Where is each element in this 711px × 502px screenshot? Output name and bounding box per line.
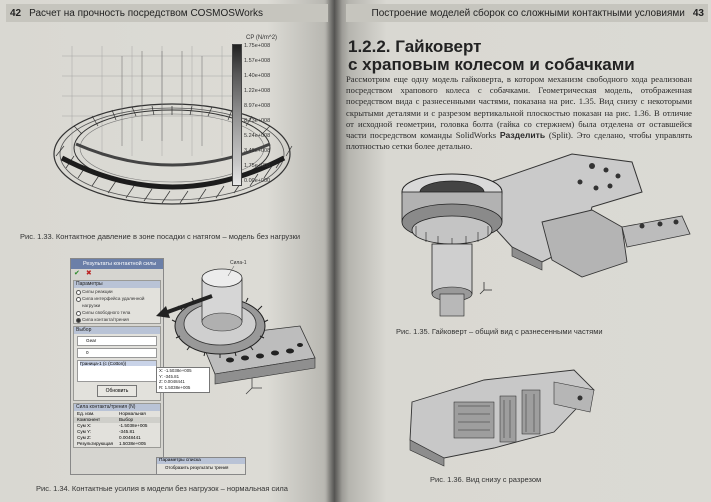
table-cell: Сум Z: <box>77 435 92 440</box>
option-remote-load-force[interactable]: Сила интерфейса удаленной нагрузки <box>74 295 160 309</box>
legend-value: 1.75e+008 <box>244 43 271 49</box>
figure-134-caption: Рис. 1.34. Контактные усилия в модели бе… <box>36 484 288 493</box>
table-cell: 1.5038e+005 <box>119 441 146 446</box>
figure-135-caption: Рис. 1.35. Гайковерт – общий вид с разне… <box>396 327 603 336</box>
table-cell: -345.81 <box>119 429 135 434</box>
legend-value: 8.97e+008 <box>244 103 271 109</box>
selection-group: Выбор Gear 0 Граница-1 (с (Cotton)) Обно… <box>73 326 161 401</box>
selection-field-1[interactable]: Gear <box>77 336 157 346</box>
legend-value: 0.00e+000 <box>244 178 271 184</box>
left-running-title: Расчет на прочность посредством COSMOSWo… <box>29 7 264 19</box>
table-cell: -1.5038e+005 <box>119 423 148 428</box>
cancel-x-icon[interactable]: ✖ <box>85 270 92 277</box>
legend-value: 3.49e+008 <box>244 148 271 154</box>
table-cell: Результирующая <box>77 441 114 446</box>
results-group: Сила контакта/трения (N) Ед. изм. Нормал… <box>73 403 161 448</box>
result-x: X: -1.5038e+005 <box>159 368 192 373</box>
legend-title: CP (N/m^2) <box>246 35 278 41</box>
params-group: Параметры Силы реакции Сила интерфейса у… <box>73 280 161 324</box>
legend-color-bar <box>232 44 242 186</box>
ok-check-icon[interactable]: ✔ <box>74 270 80 277</box>
dialog-action-icons: ✔ ✖ <box>71 269 163 278</box>
selection-list[interactable]: Граница-1 (с (Cotton)) <box>77 360 157 382</box>
table-header-row: Компонент Выбор <box>74 417 160 423</box>
legend-value: 1.22e+008 <box>244 88 271 94</box>
option-free-body-forces[interactable]: Силы свободного тела <box>74 309 160 316</box>
legend-value: 1.57e+008 <box>244 58 271 64</box>
book-gutter <box>326 0 342 502</box>
units-value[interactable]: Нормальная <box>119 411 146 416</box>
table-cell: Сум Y: <box>77 429 92 434</box>
right-running-header: Построение моделей сборок со сложными ко… <box>346 4 708 22</box>
section-title: 1.2.2. Гайковерт с храповым колесом и со… <box>348 38 635 74</box>
legend-value: 8.73e+008 <box>244 118 271 124</box>
results-header: Сила контакта/трения (N) <box>74 404 160 411</box>
result-r: R: 1.5038e+005 <box>159 384 191 390</box>
left-running-header: 42 Расчет на прочность посредством COSMO… <box>6 4 328 22</box>
section-title-line1: Гайковерт <box>395 37 482 56</box>
figure-135-exploded-wrench <box>401 153 691 317</box>
legend-value: 1.40e+008 <box>244 73 271 79</box>
option-reaction-forces[interactable]: Силы реакции <box>74 288 160 295</box>
body-paragraph: Рассмотрим еще одну модель гайковерта, в… <box>346 74 692 152</box>
units-label: Ед. изм. <box>77 411 95 416</box>
list-params-option[interactable]: Отобразить результаты трения <box>165 465 229 470</box>
option-contact-friction-force[interactable]: Сила контакта/трения <box>74 316 160 323</box>
paragraph-text-2: (Split). Это сделано, чтобы управлять пл… <box>346 130 692 152</box>
right-page-number: 43 <box>692 7 704 19</box>
table-row: Сум X: -1.5038e+005 <box>74 423 160 429</box>
table-row: Результирующая 1.5038e+005 <box>74 441 160 447</box>
paragraph-bold-command: Разделить <box>499 130 546 141</box>
result-y: Y: -345.81 <box>159 373 180 379</box>
selection-list-item[interactable]: Граница-1 (с (Cotton)) <box>80 361 156 366</box>
table-header: Компонент <box>77 417 101 422</box>
figure-134-gear-model: Сила-1 <box>156 260 316 395</box>
table-header: Выбор <box>119 417 134 422</box>
table-cell: Сум X: <box>77 423 92 428</box>
dialog-title: Результаты контактной силы <box>71 259 163 269</box>
selection-field-2[interactable]: 0 <box>77 348 157 358</box>
callout-label: Сила-1 <box>230 260 247 266</box>
table-row: Сум Y: -345.81 <box>74 429 160 435</box>
update-button[interactable]: Обновить <box>97 385 137 397</box>
left-page-number: 42 <box>10 7 22 19</box>
figure-133-contact-pressure-plot <box>53 46 293 205</box>
section-number: 1.2.2. <box>348 37 391 56</box>
figure-133-legend: CP (N/m^2) 1.75e+008 1.57e+008 1.40e+008… <box>232 35 302 194</box>
result-z: Z: 0.0048441 <box>159 379 185 384</box>
list-params-header: Параметры списка <box>157 458 245 464</box>
contact-force-dialog: Результаты контактной силы ✔ ✖ Параметры… <box>70 258 164 475</box>
section-title-line2: с храповым колесом и собачками <box>348 55 635 74</box>
figure-136-section-view <box>409 369 595 467</box>
result-values-box: X: -1.5038e+005 Y: -345.81 Z: 0.0048441 … <box>156 367 210 393</box>
left-page <box>0 0 334 502</box>
params-header: Параметры <box>74 281 160 288</box>
table-row: Сум Z: 0.0048441 <box>74 435 160 441</box>
list-params-box: Параметры списка Отобразить результаты т… <box>156 457 246 475</box>
legend-value: 5.24e+008 <box>244 133 271 139</box>
figure-136-caption: Рис. 1.36. Вид снизу с разрезом <box>430 475 542 484</box>
selection-header: Выбор <box>74 327 160 334</box>
figure-133-caption: Рис. 1.33. Контактное давление в зоне по… <box>20 232 301 241</box>
legend-value: 1.75e+008 <box>244 163 271 169</box>
paragraph-text-1: Рассмотрим еще одну модель гайковерта, в… <box>346 74 692 141</box>
right-running-title: Построение моделей сборок со сложными ко… <box>371 7 685 19</box>
units-row: Ед. изм. Нормальная <box>74 411 160 417</box>
table-cell: 0.0048441 <box>119 435 141 440</box>
